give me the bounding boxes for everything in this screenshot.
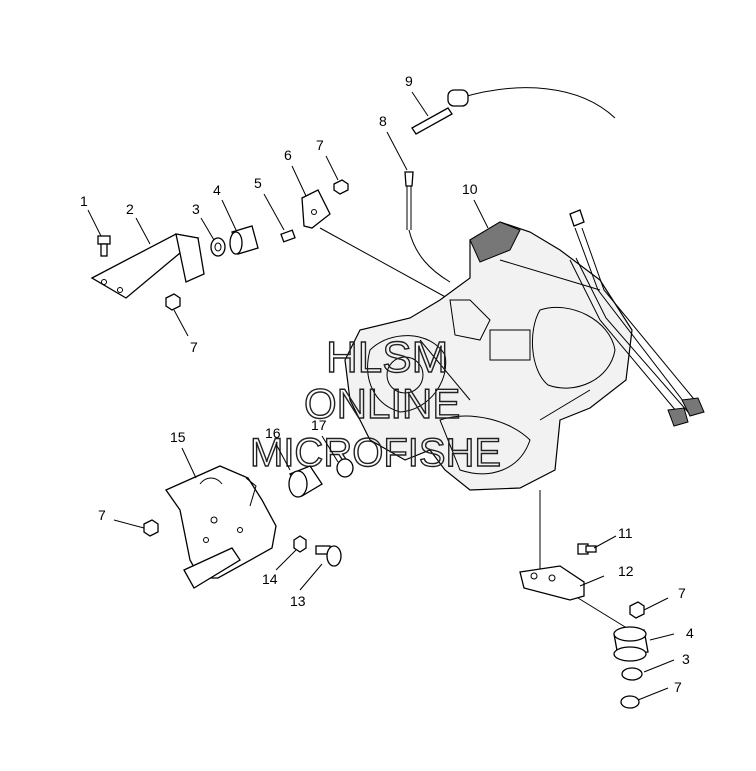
part-9-cable-end [411,89,469,135]
part-2-bracket [90,233,205,299]
callout-15: 15 [170,429,186,445]
part-7-nut [629,601,645,619]
callout-2: 2 [126,201,134,217]
watermark-line-2: ONLINE [304,380,460,427]
part-12-bracket [519,565,585,601]
callout-9: 9 [405,73,413,89]
callout-7: 7 [98,507,106,523]
callout-1: 1 [80,193,88,209]
assembly-line [577,597,631,631]
callout-10: 10 [462,181,478,197]
part-15-bracket [165,465,277,589]
part-13-bolt [315,545,342,567]
part-1-bolt [97,235,111,257]
callout-5: 5 [254,175,262,191]
callout-3: 3 [682,651,690,667]
watermark-line-3: MICROFISHE [250,431,501,475]
part-4-rubber-mount [229,225,259,255]
callout-17: 17 [311,417,327,433]
part-11-bolt [577,543,597,555]
part-3-washer [210,237,226,257]
callout-4: 4 [213,182,221,198]
callout-7: 7 [316,137,324,153]
callout-11: 11 [618,525,633,541]
callout-4: 4 [686,625,694,641]
part-7-nut [165,293,181,311]
watermark-line-1: HLSM [326,333,448,382]
callout-7: 7 [674,679,682,695]
part-16-rubber-mount [288,465,323,498]
callout-7: 7 [678,585,686,601]
callout-8: 8 [379,113,387,129]
callout-labels: 1 2 3 4 5 6 7 8 9 10 7 15 16 17 7 14 13 … [80,73,694,695]
watermark: HLSM ONLINE MICROFISHE [249,332,502,475]
callout-12: 12 [618,563,634,579]
callout-16: 16 [265,425,281,441]
callout-7: 7 [190,339,198,355]
assembly-line [319,227,461,306]
part-3-washer [621,667,643,681]
part-17-washer [336,458,354,478]
callout-6: 6 [284,147,292,163]
callout-14: 14 [262,571,278,587]
part-7-nut [620,695,640,709]
part-5-bolt [280,229,296,243]
callout-13: 13 [290,593,306,609]
part-7-nut [143,519,159,537]
part-10-engine [344,209,705,570]
part-4-rubber-mount [613,626,649,662]
leader-lines [87,91,675,701]
part-6-plate [301,189,331,229]
part-7-nut [333,179,349,195]
cable-line [459,87,616,119]
callout-3: 3 [192,201,200,217]
part-8-rod [404,171,451,283]
part-14-nut [293,535,307,553]
